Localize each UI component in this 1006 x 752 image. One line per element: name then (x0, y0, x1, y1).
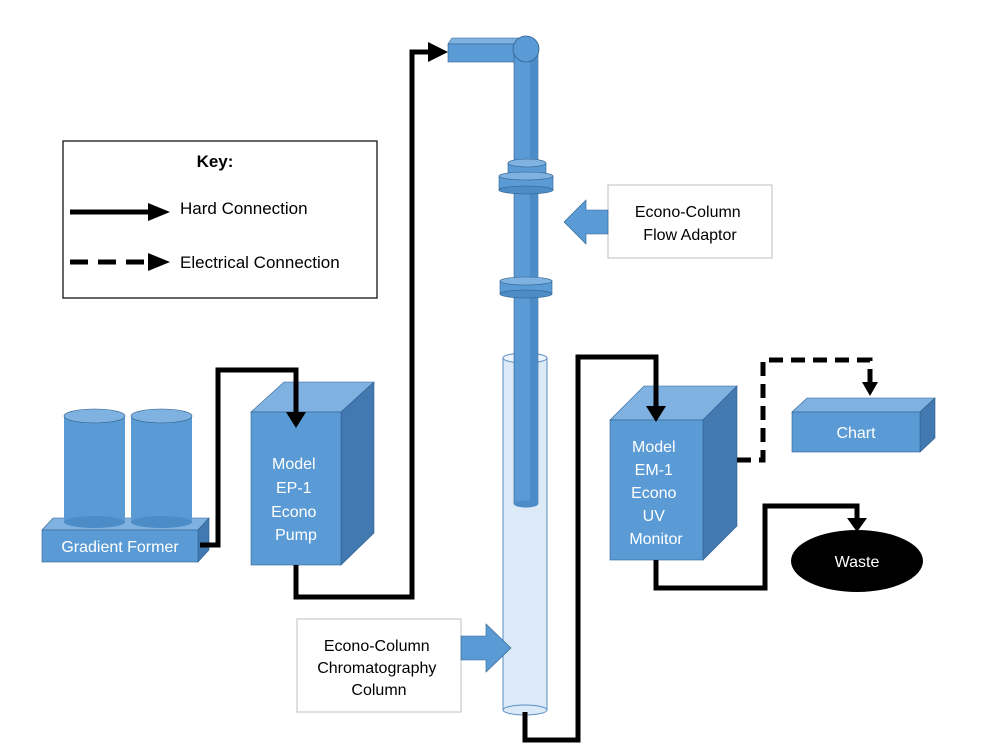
monitor-label: Model EM-1 Econo UV Monitor (629, 439, 683, 548)
hard-connection-line (200, 367, 299, 548)
right-arrow-icon (460, 623, 512, 673)
econo-pump: Model EP-1 Econo Pump (250, 381, 375, 566)
hard-connection-arrow-icon (70, 203, 170, 221)
key-legend: Key: Hard Connection Electrical Connecti… (62, 140, 378, 299)
left-arrow-icon (563, 199, 609, 245)
chart-recorder: Chart (791, 397, 936, 453)
uv-monitor: Model EM-1 Econo UV Monitor (609, 385, 738, 561)
hard-connection-line (293, 49, 432, 600)
hard-connection-line (653, 503, 860, 591)
gradient-former: Gradient Former (41, 408, 210, 563)
waste-label: Waste (835, 554, 880, 571)
flow-adaptor (447, 35, 554, 508)
column-callout: Econo-Column Chromatography Column (296, 618, 512, 713)
key-title: Key: (197, 152, 234, 171)
key-hard-connection-label: Hard Connection (180, 199, 308, 218)
key-electrical-connection-label: Electrical Connection (180, 253, 340, 272)
hard-connection-line (522, 354, 659, 743)
chart-label: Chart (836, 425, 876, 442)
gradient-former-label: Gradient Former (61, 539, 179, 556)
flow-adaptor-callout: Econo-Column Flow Adaptor (563, 184, 773, 259)
waste-container: Waste (791, 530, 923, 592)
pump-label: Model EP-1 Econo Pump (271, 456, 321, 544)
electrical-connection-arrow-icon (70, 253, 170, 271)
connections (200, 42, 878, 743)
flow-adaptor-label: Econo-Column Flow Adaptor (635, 204, 745, 244)
column-label: Econo-Column Chromatography Column (317, 638, 441, 699)
